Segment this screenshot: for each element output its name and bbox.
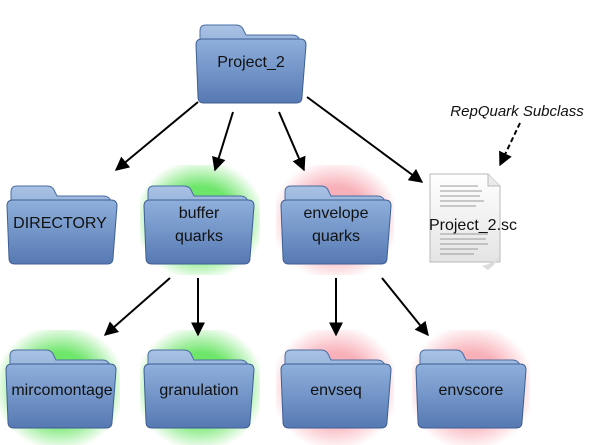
subclass-annotation: RepQuark Subclass — [450, 103, 584, 120]
arrow-root-to-file — [306, 96, 424, 183]
folder-icons — [5, 24, 527, 429]
buffer-quarks-label-line2: quarks — [175, 228, 223, 245]
envelope-quarks-label-line1: envelope — [304, 205, 369, 222]
envelope-quarks-label-line2: quarks — [312, 228, 360, 245]
granulation-folder-icon — [143, 349, 255, 429]
arrow-buffer-to-mircomontage — [103, 277, 171, 336]
buffer-quarks-folder-icon — [143, 185, 255, 265]
directory-folder-label: DIRECTORY — [13, 215, 107, 232]
labels: Project_2 DIRECTORY buffer quarks envelo… — [11, 54, 584, 399]
mircomontage-label: mircomontage — [11, 382, 112, 399]
granulation-label: granulation — [159, 382, 238, 399]
directory-folder-icon — [6, 185, 118, 265]
arrow-envelope-to-envscore — [381, 277, 429, 337]
arrow-root-to-directory — [114, 101, 199, 171]
file-label: Project_2.sc — [429, 217, 517, 234]
arrow-annotation-to-file — [499, 122, 521, 167]
project-folder-icon — [195, 24, 307, 104]
arrow-root-to-envelope — [278, 111, 306, 172]
envseq-label: envseq — [310, 382, 362, 399]
envscore-label: envscore — [439, 382, 504, 399]
arrow-root-to-buffer — [212, 111, 234, 172]
arrows — [103, 96, 521, 337]
envseq-folder-icon — [280, 349, 392, 429]
mircomontage-folder-icon — [5, 349, 117, 429]
envelope-quarks-folder-icon — [280, 185, 392, 265]
envscore-folder-icon — [415, 349, 527, 429]
document-icon — [429, 173, 501, 270]
project-folder-label: Project_2 — [217, 54, 285, 71]
buffer-quarks-label-line1: buffer — [179, 205, 220, 222]
